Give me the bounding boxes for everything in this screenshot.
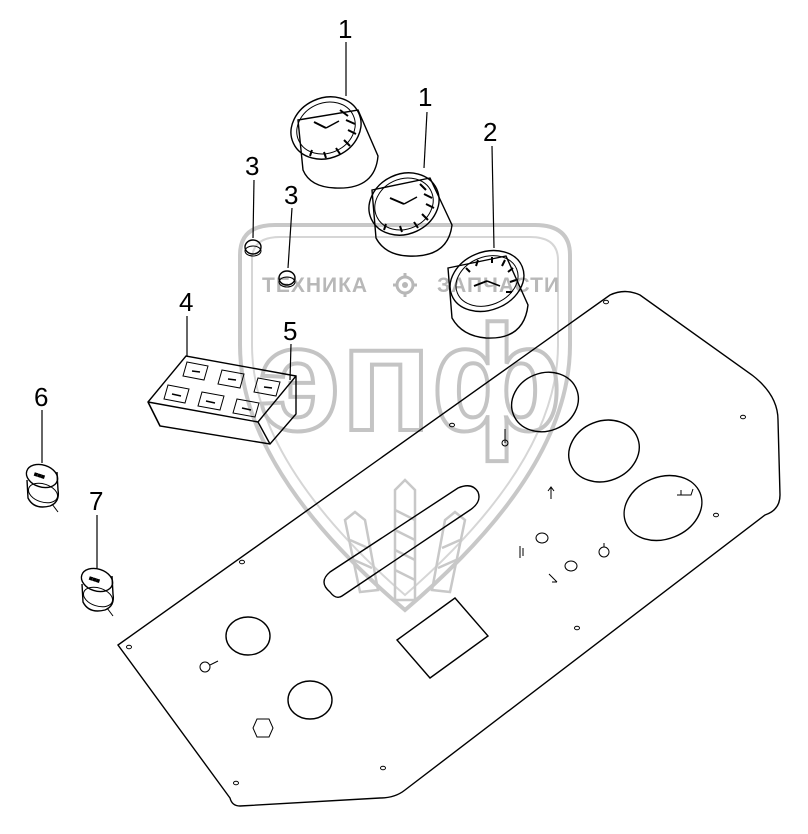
instrument-panel bbox=[117, 290, 781, 807]
rotary-switch-6: ■■■ bbox=[25, 463, 60, 513]
callout-part-4: 4 bbox=[179, 287, 193, 317]
callout-part-5: 5 bbox=[283, 316, 297, 346]
rotary-switch-7: ■■■ bbox=[80, 567, 115, 617]
lower-cutout-2 bbox=[287, 680, 333, 720]
switch-block bbox=[147, 355, 297, 445]
fuel-icon bbox=[547, 486, 555, 499]
indicator-hole-2 bbox=[564, 560, 578, 572]
panel-mounting-holes bbox=[126, 299, 746, 786]
callout-part-7: 7 bbox=[89, 486, 103, 516]
switch-block-slot bbox=[323, 485, 480, 599]
gauge-1-upper bbox=[290, 96, 379, 189]
oil-pressure-icon bbox=[677, 488, 694, 496]
indicator-hole-1 bbox=[535, 532, 549, 544]
callout-part-3-b: 3 bbox=[284, 180, 298, 210]
key-icon bbox=[199, 660, 219, 673]
light-icon bbox=[598, 543, 610, 558]
leader-lines bbox=[41, 42, 495, 568]
watermark-wheat bbox=[343, 478, 467, 602]
gauge-1-scale bbox=[309, 109, 357, 159]
gauge-2 bbox=[447, 249, 529, 339]
indicator-lamp-1 bbox=[244, 239, 262, 257]
rotary-switch-6-label: ■■■ bbox=[33, 471, 46, 481]
panel-outline bbox=[117, 290, 781, 807]
rotary-switch-7-label: ■■■ bbox=[88, 575, 101, 585]
callouts: 1 1 2 3 3 4 5 6 7 bbox=[34, 14, 497, 516]
glow-plug-icon bbox=[548, 573, 558, 583]
watermark-shield-inner bbox=[251, 236, 559, 597]
display-window bbox=[395, 597, 490, 679]
temperature-icon bbox=[501, 429, 509, 447]
gauge-1-lower bbox=[368, 172, 453, 257]
battery-icon bbox=[519, 546, 524, 558]
gauge-cutout-1 bbox=[510, 371, 580, 433]
watermark: ТЕХНИКА ЗАПЧАСТИ эпф bbox=[238, 223, 572, 613]
callout-part-1-upper: 1 bbox=[338, 14, 352, 44]
gauge-cutout-3 bbox=[623, 474, 703, 542]
callout-part-2: 2 bbox=[483, 117, 497, 147]
switch-keys bbox=[163, 361, 281, 418]
watermark-left-word: ТЕХНИКА bbox=[262, 274, 368, 297]
watermark-shield bbox=[238, 223, 572, 613]
gauge-cutout-2 bbox=[568, 419, 640, 483]
indicator-lamp-2 bbox=[278, 270, 296, 288]
horn-icon bbox=[252, 718, 274, 738]
callout-part-1-lower: 1 bbox=[418, 82, 432, 112]
watermark-big-letters: эпф bbox=[258, 294, 563, 462]
lower-cutout-1 bbox=[225, 616, 271, 656]
gear-icon bbox=[393, 273, 417, 297]
callout-part-3-a: 3 bbox=[245, 151, 259, 181]
callout-part-6: 6 bbox=[34, 382, 48, 412]
